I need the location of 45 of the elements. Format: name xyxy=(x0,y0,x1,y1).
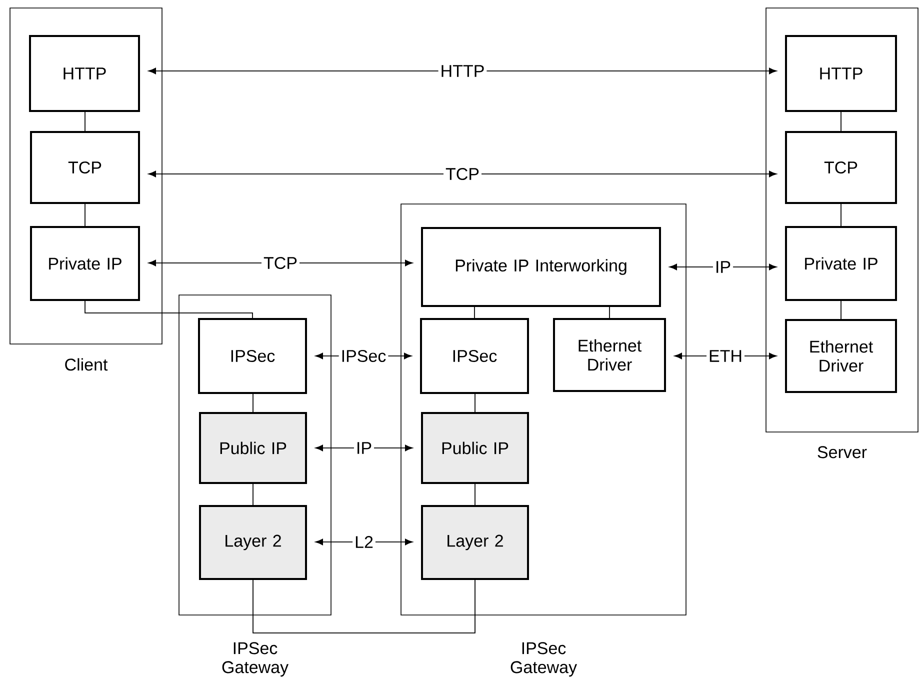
frame-label: IPSec Gateway xyxy=(222,642,289,677)
edge-label: ETH xyxy=(706,348,744,364)
edge-label: L2 xyxy=(352,534,376,550)
double-arrow xyxy=(148,170,777,178)
frame-label: Client xyxy=(65,358,108,371)
connector-line xyxy=(252,394,254,412)
connector-line xyxy=(840,300,842,320)
connector-line xyxy=(84,112,86,132)
frame-label: Server xyxy=(818,446,867,458)
connector-line xyxy=(609,306,610,318)
connector-line xyxy=(474,306,475,318)
protocol-box: Public IP xyxy=(199,412,307,484)
protocol-box: Private IP Interworking xyxy=(421,226,661,307)
protocol-box: Public IP xyxy=(421,412,529,484)
protocol-box: Private IP xyxy=(30,226,140,301)
double-arrow xyxy=(669,264,777,270)
connector-line xyxy=(840,204,842,226)
protocol-box: IPSec xyxy=(420,318,529,394)
double-arrow xyxy=(148,68,777,74)
protocol-box: HTTP xyxy=(785,34,897,112)
double-arrow xyxy=(315,538,413,546)
protocol-box: TCP xyxy=(785,130,897,204)
protocol-box: TCP xyxy=(30,130,140,204)
connector-line xyxy=(84,204,86,226)
protocol-box: Ethernet Driver xyxy=(553,318,666,392)
protocol-box: Private IP xyxy=(785,226,897,301)
connector-line xyxy=(84,300,253,318)
edge-label: IP xyxy=(712,259,734,275)
edge-label: IP xyxy=(354,440,374,456)
connector-line xyxy=(252,580,476,634)
double-arrow xyxy=(315,444,413,452)
protocol-box: Layer 2 xyxy=(421,504,529,580)
edge-label: HTTP xyxy=(438,63,487,79)
protocol-box: HTTP xyxy=(29,34,140,112)
connector-line xyxy=(840,112,842,132)
connector-line xyxy=(474,484,476,506)
connector-line xyxy=(474,394,476,412)
connector-line xyxy=(252,484,254,506)
edge-label: IPSec xyxy=(338,348,388,364)
edge-label: TCP xyxy=(444,166,482,182)
protocol-box: Ethernet Driver xyxy=(785,318,897,393)
edge-label: TCP xyxy=(262,254,300,271)
protocol-box: Layer 2 xyxy=(199,504,307,580)
protocol-box: IPSec xyxy=(198,318,307,394)
frame-label: IPSec Gateway xyxy=(510,642,577,677)
